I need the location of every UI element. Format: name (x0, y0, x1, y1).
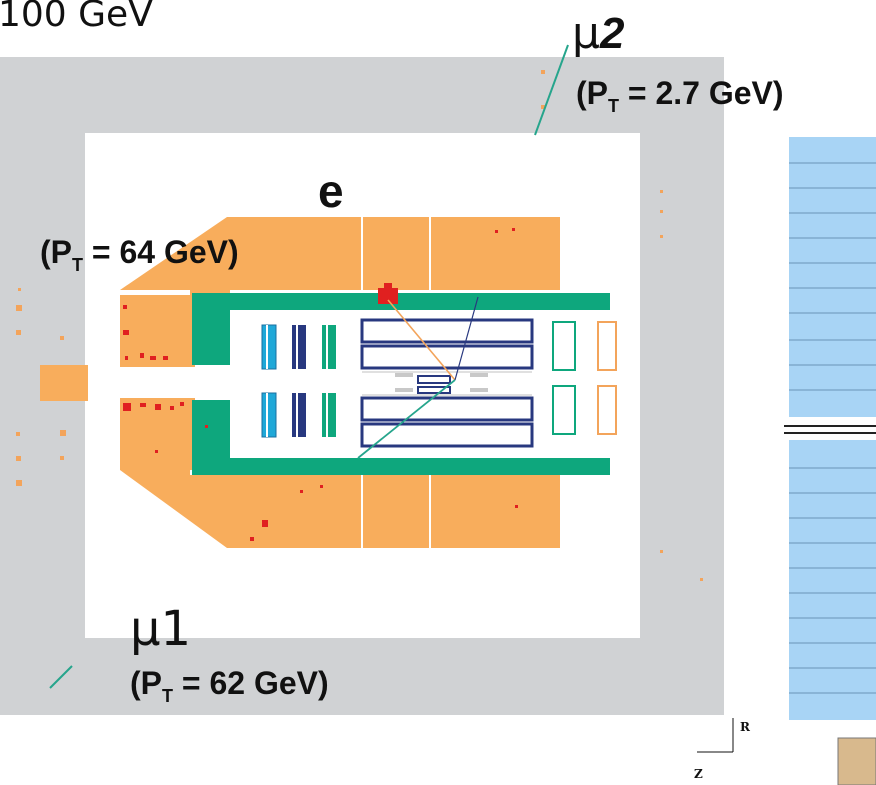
axis-z-label: Z (694, 767, 703, 781)
silicon-layer (360, 396, 534, 422)
muon2-symbol: μ2 (572, 8, 625, 59)
preshower (597, 321, 617, 371)
muon1-track (357, 379, 456, 459)
muon-hits (16, 70, 703, 581)
muon2-track (534, 44, 569, 136)
silicon-layer (360, 422, 534, 448)
preshower (552, 385, 576, 435)
beampipe-box (417, 375, 451, 384)
fiber-marks (362, 371, 532, 396)
electron-track-fit (454, 296, 479, 381)
calorimeter-upper (120, 217, 560, 295)
endcap-lower (120, 398, 195, 470)
vertex-disk (292, 393, 306, 437)
vertex-disk (261, 392, 277, 438)
axes-indicator (697, 718, 734, 753)
axis-r-label: R (740, 720, 751, 734)
beampipe-box (417, 386, 451, 394)
forward-calorimeter (40, 365, 88, 401)
muon2-pt-label: (PT = 2.7 GeV) (576, 75, 784, 116)
vertex-disk (292, 325, 306, 369)
energy-deposits (123, 228, 518, 541)
silicon-layer (360, 344, 534, 370)
vertex-disk (322, 325, 336, 369)
vertex-disk (261, 324, 277, 370)
preshower (597, 385, 617, 435)
preshower (552, 321, 576, 371)
muon1-pt-label: (PT = 62 GeV) (130, 665, 329, 706)
solenoid-lower (192, 400, 610, 475)
solenoid-upper (192, 293, 610, 365)
end-view-panel (784, 137, 876, 785)
endcap-upper (120, 295, 195, 367)
vertex-disk (322, 393, 336, 437)
electron-symbol: e (318, 165, 344, 217)
muon1-outer-track (49, 665, 73, 689)
electron-track (387, 299, 456, 381)
calorimeter-lower (120, 470, 560, 548)
silicon-layer (360, 318, 534, 344)
electron-pt-label: (PT = 64 GeV) (40, 234, 239, 275)
muon1-symbol: μ1 (130, 601, 191, 657)
scale-label: 100 GeV (0, 0, 153, 35)
